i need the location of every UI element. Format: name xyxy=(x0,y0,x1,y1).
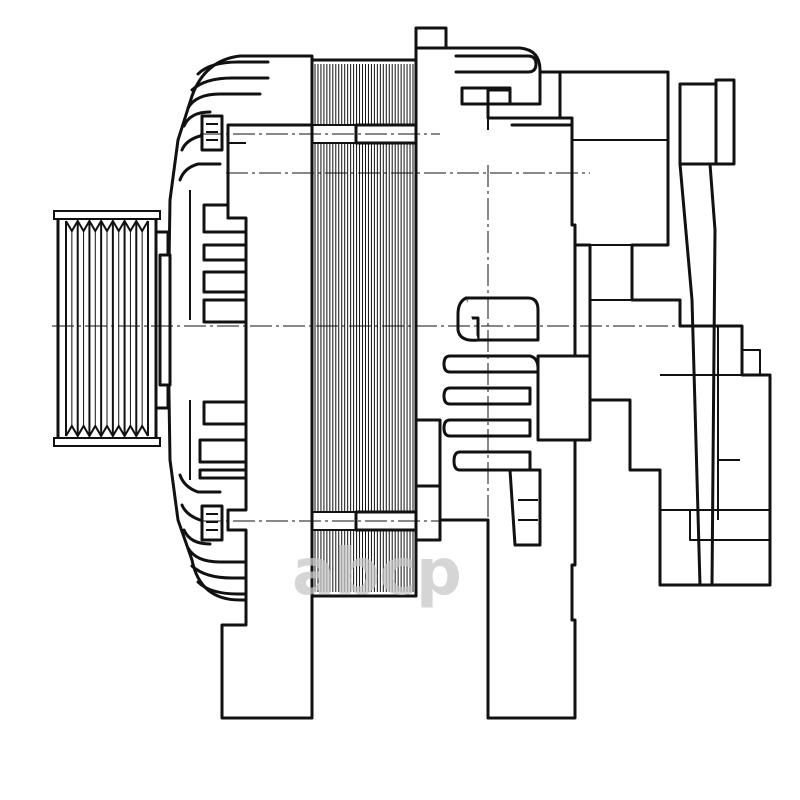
through-bolts xyxy=(200,114,442,542)
stator xyxy=(310,58,418,598)
pulley-flange xyxy=(53,210,161,220)
rear-flange xyxy=(414,26,577,720)
terminal-post xyxy=(678,78,736,587)
rear-fan xyxy=(442,296,592,547)
pulley-flange xyxy=(53,437,161,447)
center-lines xyxy=(52,133,745,620)
pulley xyxy=(53,210,172,447)
watermark: abcp xyxy=(292,536,462,610)
stator-fins xyxy=(314,64,414,592)
front-bracket xyxy=(220,123,314,720)
pulley-grooves xyxy=(53,210,161,447)
